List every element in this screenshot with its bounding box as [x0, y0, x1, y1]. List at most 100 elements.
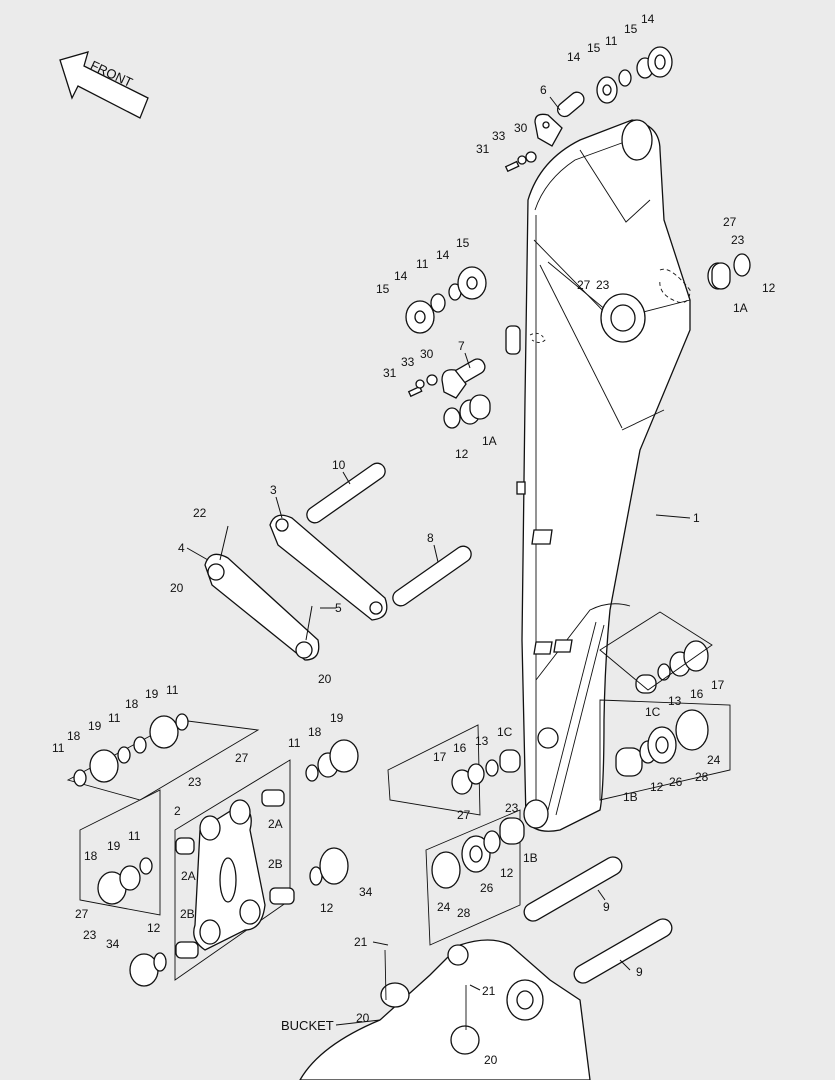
- bucket-label: BUCKET: [281, 1018, 334, 1033]
- callout-14d: 14: [394, 269, 408, 283]
- link-3: [269, 514, 388, 621]
- callout-15c: 15: [456, 236, 470, 250]
- callout-22: 22: [193, 506, 207, 520]
- callout-23c: 23: [188, 775, 202, 789]
- shim-stack-left-upper: [66, 713, 260, 801]
- callout-15d: 15: [376, 282, 390, 296]
- callout-18d: 18: [84, 849, 98, 863]
- callout-26b: 26: [480, 881, 494, 895]
- callout-27a: 27: [723, 215, 737, 229]
- callout-2B-b: 2B: [180, 907, 195, 921]
- callout-8: 8: [427, 531, 434, 545]
- callout-1A-mid: 1A: [482, 434, 497, 448]
- callout-1: 1: [693, 511, 700, 525]
- callout-24b: 24: [437, 900, 451, 914]
- callout-27e: 27: [75, 907, 89, 921]
- pin-8: [392, 545, 472, 607]
- callout-23d: 23: [505, 801, 519, 815]
- callout-30b: 30: [420, 347, 434, 361]
- link-2: [174, 759, 295, 981]
- callout-30a: 30: [514, 121, 528, 135]
- callout-9a: 9: [603, 900, 610, 914]
- callout-1B-left: 1B: [523, 851, 538, 865]
- top-shim-stack: [596, 46, 673, 104]
- bushing-1b-left: [425, 809, 525, 946]
- callout-34a: 34: [359, 885, 373, 899]
- callout-9b: 9: [636, 965, 643, 979]
- callout-1C-right: 1C: [645, 705, 661, 719]
- callout-21b: 21: [482, 984, 496, 998]
- callout-11g: 11: [128, 829, 141, 843]
- callout-12d: 12: [500, 866, 514, 880]
- callout-5: 5: [335, 601, 342, 615]
- bushing-1b-right: [599, 699, 731, 801]
- callout-16b: 16: [453, 741, 467, 755]
- pin-9-upper: [523, 856, 623, 922]
- callout-20c: 20: [356, 1011, 370, 1025]
- bushing-1c-right: [599, 611, 713, 694]
- link-4: [204, 525, 320, 661]
- callout-23a: 23: [731, 233, 745, 247]
- callout-31a: 31: [476, 142, 490, 156]
- callout-15a: 15: [624, 22, 638, 36]
- callout-18c: 18: [308, 725, 322, 739]
- callout-11f: 11: [288, 736, 301, 750]
- arm-body: [505, 119, 691, 832]
- pin-9-lower: [573, 918, 673, 984]
- callout-21a: 21: [354, 935, 368, 949]
- callout-2A-a: 2A: [268, 817, 283, 831]
- seals-link2: [129, 847, 349, 987]
- callout-18a: 18: [125, 697, 139, 711]
- callout-13a: 13: [668, 694, 682, 708]
- callout-28a: 28: [695, 770, 709, 784]
- callout-18b: 18: [67, 729, 81, 743]
- bolt-set-mid: [407, 374, 438, 398]
- callout-14c: 14: [436, 248, 450, 262]
- callout-15b: 15: [587, 41, 601, 55]
- callout-11a: 11: [605, 34, 618, 48]
- callout-34b: 34: [106, 937, 120, 951]
- callout-19b: 19: [88, 719, 102, 733]
- callout-11b: 11: [416, 257, 429, 271]
- callout-14a: 14: [641, 12, 655, 26]
- callout-2: 2: [174, 804, 181, 818]
- callout-24a: 24: [707, 753, 721, 767]
- callout-20a: 20: [170, 581, 184, 595]
- callout-23b: 23: [596, 278, 610, 292]
- callout-7: 7: [458, 339, 465, 353]
- callout-19c: 19: [330, 711, 344, 725]
- callout-28b: 28: [457, 906, 471, 920]
- callout-2B-a: 2B: [268, 857, 283, 871]
- callout-27b: 27: [577, 278, 591, 292]
- callout-23e: 23: [83, 928, 97, 942]
- callout-11c: 11: [166, 683, 179, 697]
- callout-33a: 33: [492, 129, 506, 143]
- callout-1A-top: 1A: [733, 301, 748, 315]
- leader-lines: [186, 96, 691, 1026]
- callout-26a: 26: [669, 775, 683, 789]
- callout-6: 6: [540, 83, 547, 97]
- callout-1B-right: 1B: [623, 790, 638, 804]
- callout-3: 3: [270, 483, 277, 497]
- pin-7: [441, 358, 486, 399]
- callout-11d: 11: [108, 711, 121, 725]
- bushing-1a-mid: [443, 394, 491, 429]
- callout-20d: 20: [484, 1053, 498, 1067]
- callout-31b: 31: [383, 366, 397, 380]
- callout-17a: 17: [711, 678, 725, 692]
- callout-12f: 12: [147, 921, 161, 935]
- callout-4: 4: [178, 541, 185, 555]
- front-direction-arrow: FRONT: [59, 51, 149, 119]
- mid-shim-stack: [405, 266, 487, 334]
- bushing-1c-left: [387, 724, 521, 816]
- callout-11e: 11: [52, 741, 65, 755]
- callout-2A-b: 2A: [181, 869, 196, 883]
- callout-12c: 12: [650, 780, 664, 794]
- bushing-1a-top: [707, 253, 751, 290]
- callout-14b: 14: [567, 50, 581, 64]
- shim-stack-left-mid: [305, 739, 359, 782]
- bucket: [299, 939, 591, 1080]
- pin-6: [534, 91, 585, 147]
